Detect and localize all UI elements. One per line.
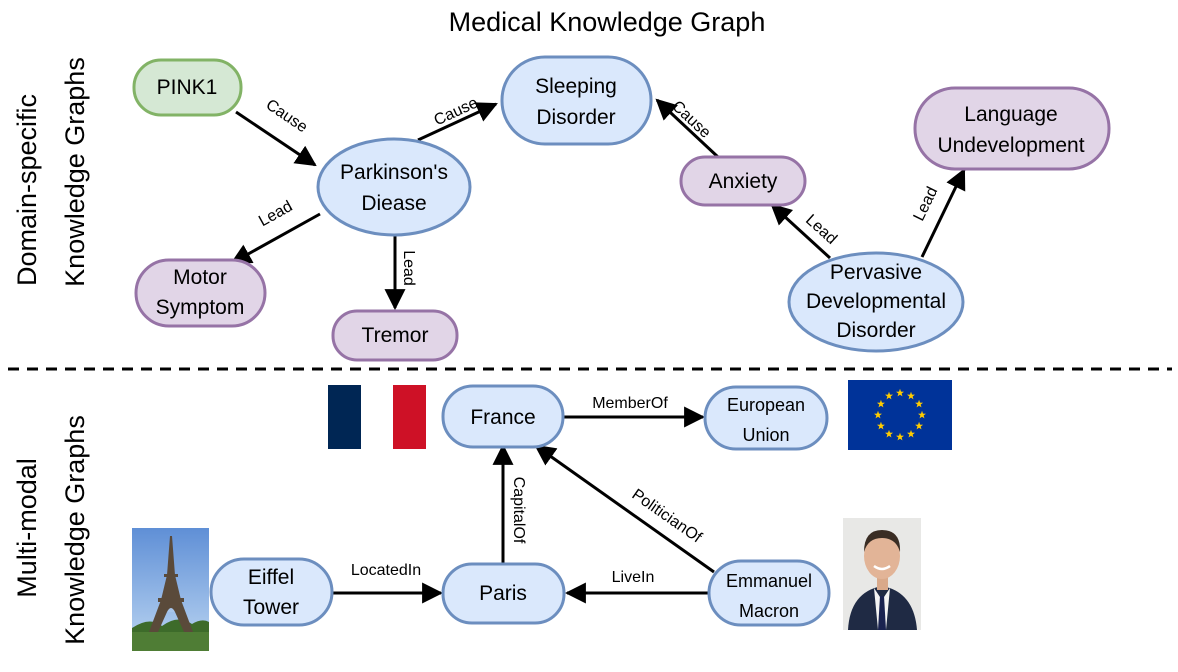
node-european-union: European Union: [703, 385, 829, 451]
node-label-line2: Tower: [243, 596, 299, 619]
edge-label-macron-paris: LiveIn: [612, 569, 655, 586]
node-tremor: Tremor: [331, 309, 459, 362]
edge-pink1-parkinsons: [235, 110, 317, 167]
node-label-line2: Macron: [739, 601, 799, 621]
france-flag-image: [328, 385, 426, 449]
eu-star-icon: [874, 410, 882, 419]
eiffel-tower-image: [132, 528, 209, 651]
edge-label-parkinsons-tremor: Lead: [400, 250, 417, 286]
node-paris: Paris: [441, 562, 566, 625]
node-anxiety: Anxiety: [679, 155, 807, 207]
node-france: France: [441, 384, 565, 449]
eu-star-icon: [915, 421, 924, 430]
node-label-line1: Motor: [173, 266, 227, 289]
node-sleeping-disorder: Sleeping Disorder: [500, 55, 653, 146]
node-label: France: [470, 406, 535, 429]
node-label: PINK1: [157, 76, 218, 99]
edge-anxiety-sleeping: [655, 98, 720, 159]
edge-label-parkinsons-motor: Lead: [256, 198, 295, 230]
edge-label-france-eu: MemberOf: [592, 395, 668, 412]
eu-star-icon: [876, 399, 885, 408]
eu-star-icon: [885, 429, 893, 438]
node-pink1: PINK1: [132, 58, 243, 117]
edge-label-parkinsons-sleeping: Cause: [432, 94, 481, 129]
section-label-domain-line1: Domain-specific: [12, 94, 42, 286]
node-label-line1: European: [727, 395, 805, 415]
node-emmanuel-macron: Emmanuel Macron: [707, 559, 831, 627]
node-parkinsons-disease: Parkinson's Diease: [316, 137, 472, 237]
section-label-multimodal-line2: Knowledge Graphs: [60, 415, 90, 645]
node-label-line2: Symptom: [156, 296, 245, 319]
node-label-line1: Parkinson's: [340, 161, 448, 184]
node-label-line1: Emmanuel: [726, 571, 812, 591]
node-pervasive-developmental-disorder: Pervasive Developmental Disorder: [787, 251, 965, 353]
node-label-line2: Disorder: [536, 106, 615, 129]
emmanuel-macron-photo: [843, 518, 921, 630]
edge-macron-france: [534, 444, 715, 574]
edge-label-paris-france: CapitalOf: [510, 477, 527, 544]
section-label-multimodal-line1: Multi-modal: [12, 458, 42, 598]
node-label-line1: Pervasive: [830, 261, 922, 284]
eu-star-icon: [907, 391, 915, 400]
section-label-domain-line2: Knowledge Graphs: [60, 57, 90, 287]
node-language-undevelopment: Language Undevelopment: [913, 86, 1111, 171]
edge-pervasive-language: [920, 168, 966, 258]
eu-star-icon: [896, 432, 904, 441]
eu-star-icon: [915, 399, 924, 408]
node-label-line2: Diease: [361, 192, 426, 215]
node-label-line2: Union: [742, 425, 789, 445]
node-label: Anxiety: [709, 170, 778, 193]
edge-label-anxiety-sleeping: Cause: [668, 98, 713, 142]
edge-label-pervasive-language: Lead: [911, 184, 942, 223]
edge-label-pink1-parkinsons: Cause: [263, 96, 311, 136]
edge-label-eiffel-paris: LocatedIn: [351, 562, 421, 579]
node-label-line2: Developmental: [806, 290, 946, 313]
eu-star-icon: [885, 391, 893, 400]
node-label-line1: Sleeping: [535, 75, 617, 98]
edge-pervasive-anxiety: [770, 203, 832, 260]
eu-star-icon: [896, 388, 904, 397]
node-label: Tremor: [362, 324, 429, 347]
edge-label-pervasive-anxiety: Lead: [802, 211, 840, 247]
node-label-line1: Language: [964, 103, 1057, 126]
edge-parkinsons-sleeping: [417, 102, 498, 142]
node-eiffel-tower: Eiffel Tower: [209, 557, 334, 627]
node-label-line1: Eiffel: [248, 566, 294, 589]
node-label-line2: Undevelopment: [937, 134, 1084, 157]
node-label: Paris: [479, 582, 527, 605]
eu-star-icon: [876, 421, 885, 430]
eu-star-icon: [918, 410, 926, 419]
diagram-title: Medical Knowledge Graph: [449, 7, 766, 37]
eu-flag-image: [848, 380, 952, 450]
node-motor-symptom: Motor Symptom: [134, 258, 267, 328]
eu-star-icon: [907, 429, 915, 438]
node-label-line3: Disorder: [836, 319, 915, 342]
edge-parkinsons-motor: [230, 212, 321, 265]
